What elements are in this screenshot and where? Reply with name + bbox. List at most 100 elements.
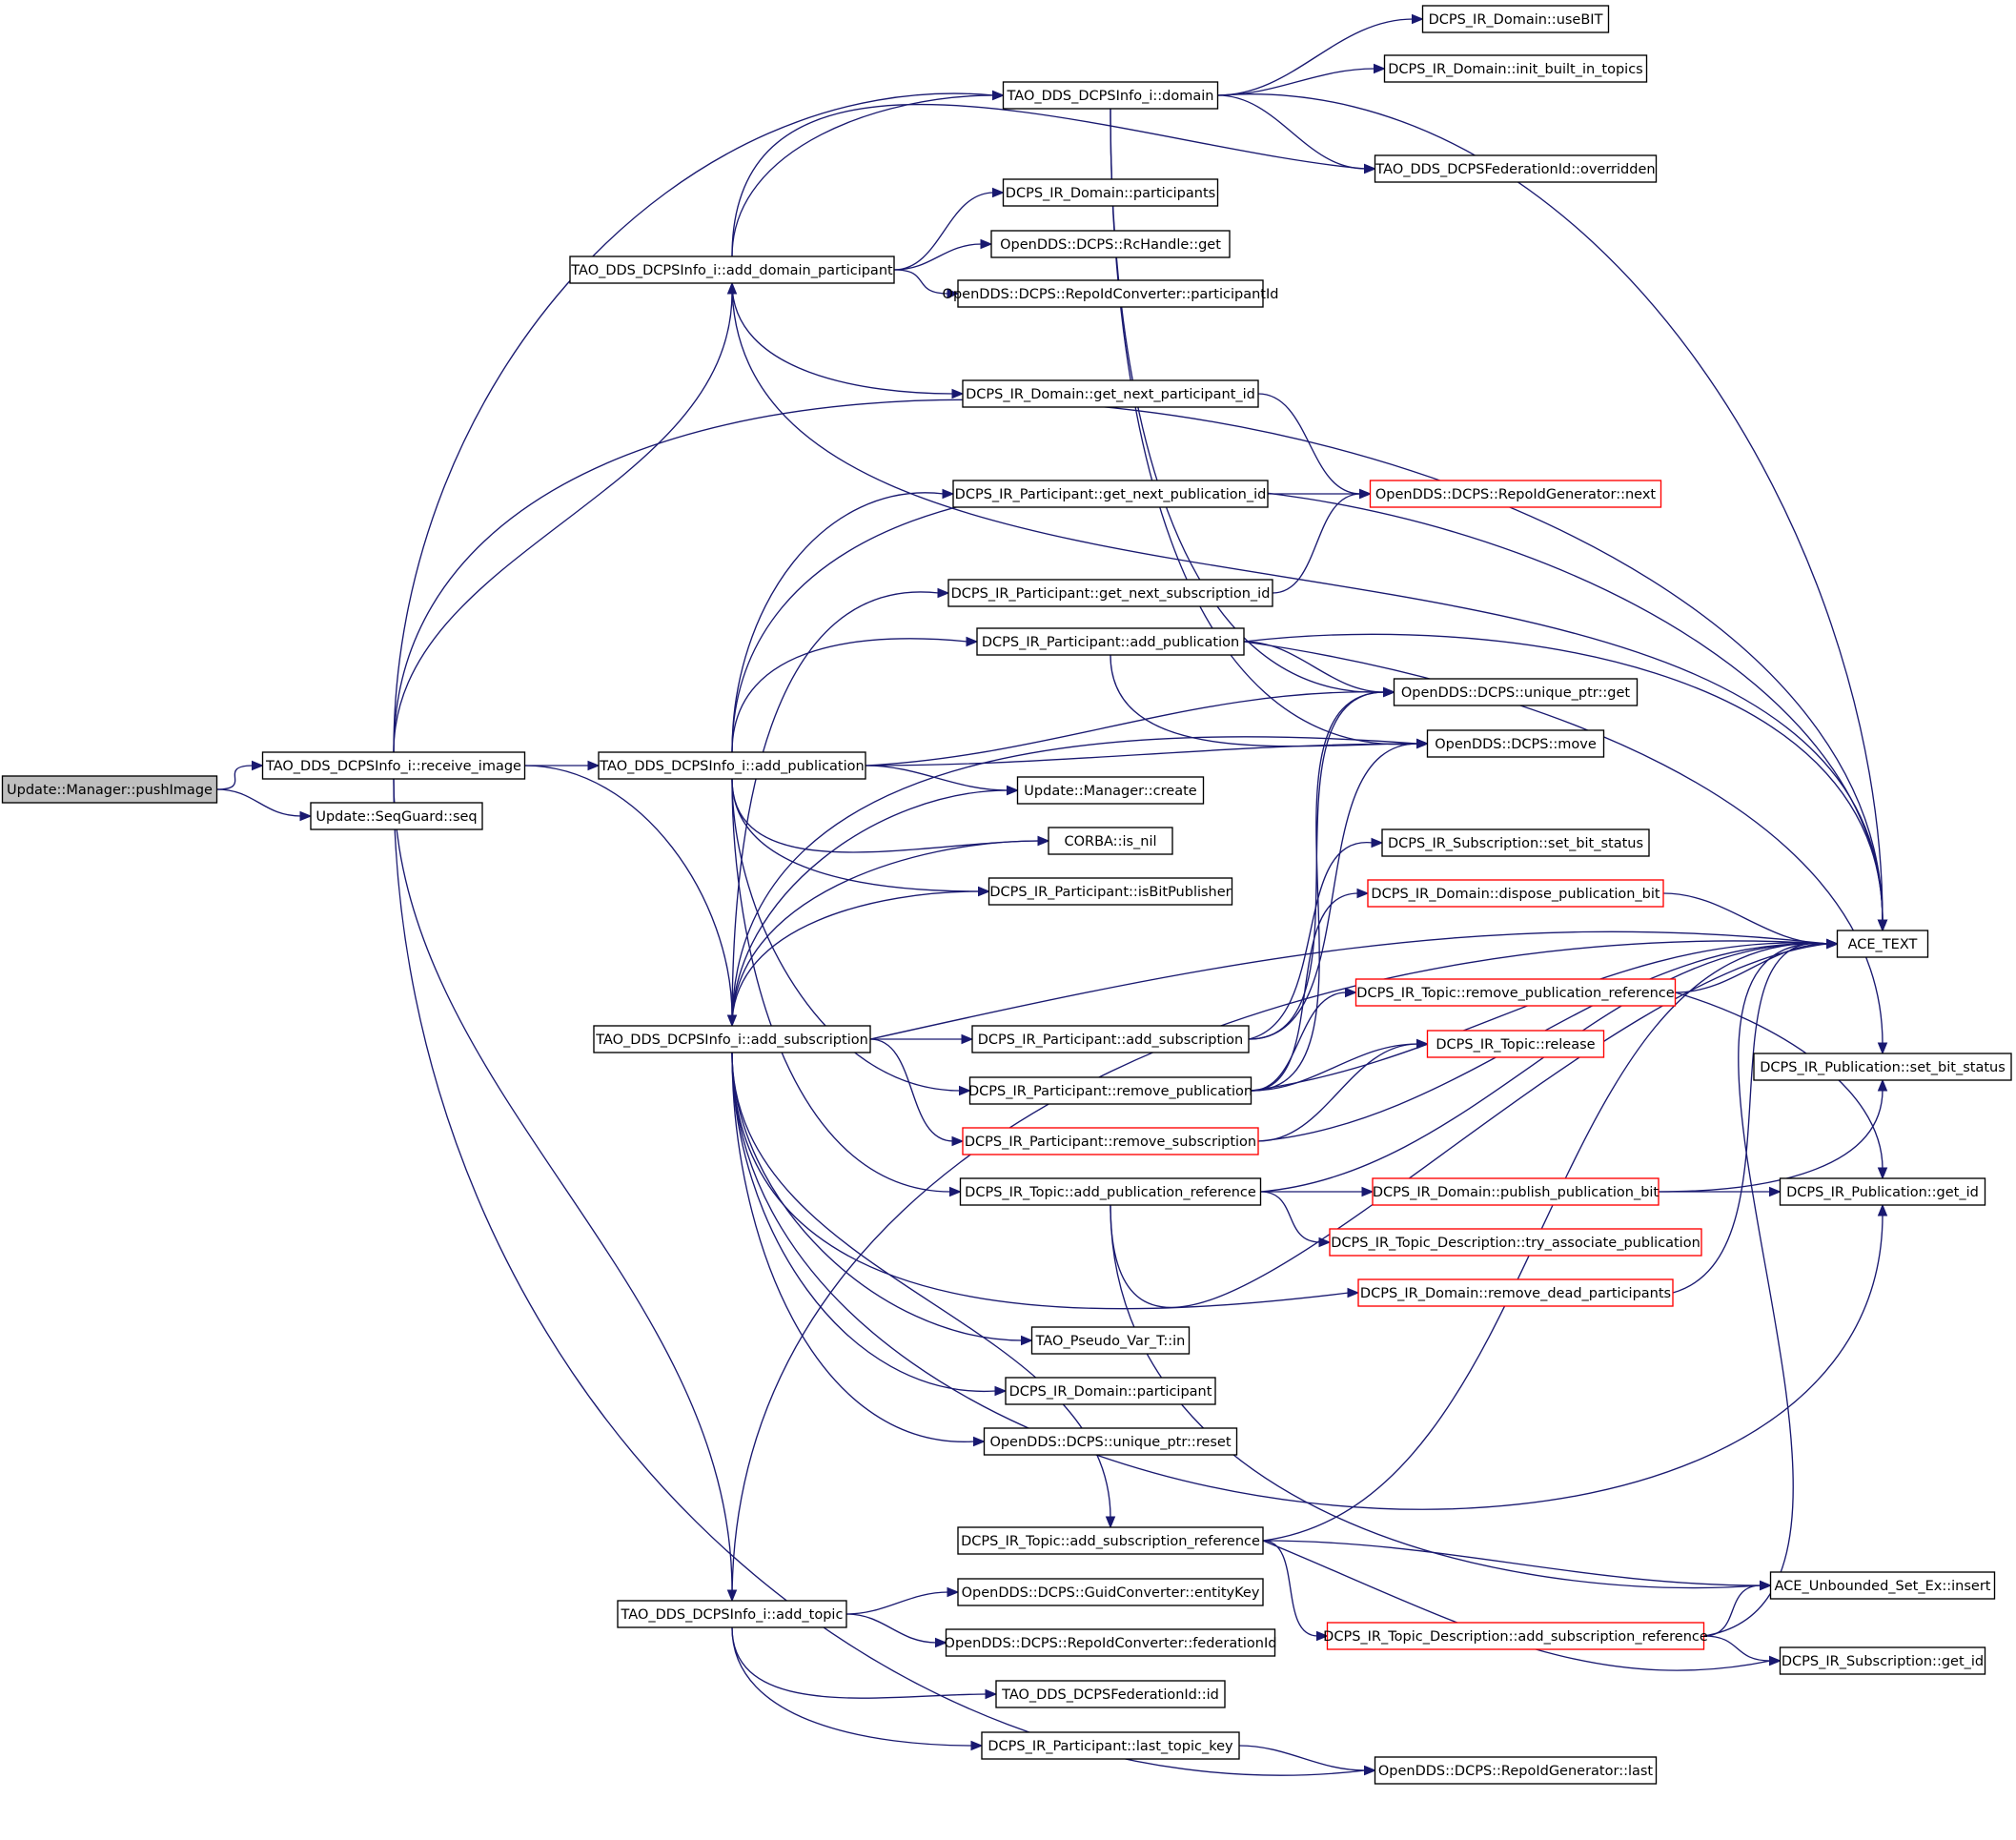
node-part-add-subscription[interactable]: DCPS_IR_Participant::add_subscription — [971, 1025, 1250, 1053]
edge-line — [1257, 393, 1361, 495]
node-overridden[interactable]: TAO_DDS_DCPSFederationId::overridden — [1374, 154, 1658, 183]
edge-add-subscription-to-get-next-subscription-id — [731, 587, 950, 1027]
edge-add-subscription-to-is-nil — [731, 835, 1050, 1027]
node-label: DCPS_IR_Subscription::set_bit_status — [1388, 836, 1643, 851]
node-useBIT[interactable]: DCPS_IR_Domain::useBIT — [1421, 5, 1610, 33]
node-remove-dead-participants[interactable]: DCPS_IR_Domain::remove_dead_participants — [1357, 1278, 1674, 1307]
node-label: DCPS_IR_Topic::add_publication_reference — [965, 1185, 1256, 1200]
node-entityKey[interactable]: OpenDDS::DCPS::GuidConverter::entityKey — [957, 1578, 1264, 1606]
edge-part-add-publication-to-move — [1110, 654, 1429, 749]
node-remove-publication[interactable]: DCPS_IR_Participant::remove_publication — [968, 1076, 1252, 1105]
node-box — [1779, 1177, 1986, 1206]
edge-line — [393, 92, 994, 753]
node-isBitPublisher[interactable]: DCPS_IR_Participant::isBitPublisher — [988, 877, 1233, 906]
node-sub-get-id[interactable]: DCPS_IR_Subscription::get_id — [1779, 1646, 1986, 1675]
node-label: DCPS_IR_Participant::isBitPublisher — [989, 885, 1231, 900]
node-box — [1030, 1326, 1191, 1355]
node-ace-insert[interactable]: ACE_Unbounded_Set_Ex::insert — [1769, 1571, 1996, 1600]
node-set-bit-status-pub[interactable]: DCPS_IR_Publication::set_bit_status — [1753, 1053, 2012, 1081]
node-init-built-in-topics[interactable]: DCPS_IR_Domain::init_built_in_topics — [1383, 54, 1648, 83]
node-seq[interactable]: Update::SeqGuard::seq — [310, 802, 483, 830]
node-is-nil[interactable]: CORBA::is_nil — [1048, 827, 1173, 855]
node-add-subscription-reference[interactable]: DCPS_IR_Topic::add_subscription_referenc… — [957, 1526, 1264, 1555]
node-desc-add-subscription-reference[interactable]: DCPS_IR_Topic_Description::add_subscript… — [1323, 1622, 1708, 1650]
node-part-add-publication[interactable]: DCPS_IR_Participant::add_publication — [976, 627, 1245, 656]
function-nodes: Update::Manager::pushImageTAO_DDS_DCPSIn… — [1, 5, 2012, 1785]
edge-add-domain-participant-to-domain — [731, 90, 1005, 257]
node-label: TAO_DDS_DCPSInfo_i::add_domain_participa… — [570, 263, 893, 278]
node-box — [962, 379, 1259, 408]
node-label: OpenDDS::DCPS::unique_ptr::reset — [989, 1435, 1231, 1450]
node-participants[interactable]: DCPS_IR_Domain::participants — [1002, 178, 1219, 207]
node-label: OpenDDS::DCPS::RepoIdGenerator::next — [1375, 487, 1657, 502]
edge-line — [731, 492, 945, 753]
edge-line — [1703, 1635, 1771, 1662]
node-label: DCPS_IR_Participant::add_publication — [982, 635, 1239, 650]
node-set-bit-status-sub[interactable]: DCPS_IR_Subscription::set_bit_status — [1381, 828, 1650, 857]
node-domain[interactable]: TAO_DDS_DCPSInfo_i::domain — [1002, 81, 1219, 110]
node-label: DCPS_IR_Topic::release — [1436, 1037, 1595, 1053]
node-publish-publication-bit[interactable]: DCPS_IR_Domain::publish_publication_bit — [1372, 1177, 1660, 1206]
node-dispose-publication-bit[interactable]: DCPS_IR_Domain::dispose_publication_bit — [1367, 879, 1664, 908]
node-repo-last[interactable]: OpenDDS::DCPS::RepoIdGenerator::last — [1374, 1756, 1658, 1785]
node-move[interactable]: OpenDDS::DCPS::move — [1426, 729, 1605, 758]
node-repo-next[interactable]: OpenDDS::DCPS::RepoIdGenerator::next — [1369, 480, 1662, 508]
node-label: DCPS_IR_Participant::remove_subscription — [965, 1135, 1256, 1150]
node-add-topic[interactable]: TAO_DDS_DCPSInfo_i::add_topic — [617, 1600, 847, 1628]
edge-remove-publication-to-dispose-publication-bit — [1251, 888, 1370, 1092]
edge-line — [731, 778, 980, 892]
node-add-publication[interactable]: TAO_DDS_DCPSInfo_i::add_publication — [598, 751, 866, 780]
edge-add-topic-to-ace-text — [731, 938, 1839, 1602]
node-box — [957, 279, 1264, 308]
node-label: DCPS_IR_Topic_Description::try_associate… — [1331, 1236, 1700, 1251]
node-label: DCPS_IR_Publication::get_id — [1786, 1185, 1979, 1200]
node-pub-get-id[interactable]: DCPS_IR_Publication::get_id — [1779, 1177, 1986, 1206]
edge-line — [731, 1052, 1350, 1310]
node-add-domain-participant[interactable]: TAO_DDS_DCPSInfo_i::add_domain_participa… — [569, 256, 895, 284]
node-add-subscription[interactable]: TAO_DDS_DCPSInfo_i::add_subscription — [593, 1025, 871, 1053]
node-pushImage[interactable]: Update::Manager::pushImage — [1, 775, 218, 804]
node-box — [261, 751, 526, 780]
node-box — [1426, 729, 1605, 758]
node-box — [1005, 1377, 1216, 1405]
node-unique-ptr-get[interactable]: OpenDDS::DCPS::unique_ptr::get — [1393, 678, 1639, 706]
node-try-associate-publication[interactable]: DCPS_IR_Topic_Description::try_associate… — [1329, 1228, 1702, 1257]
call-edges — [216, 13, 1888, 1776]
node-get-next-publication-id[interactable]: DCPS_IR_Participant::get_next_publicatio… — [952, 480, 1269, 508]
arrowhead — [1877, 1203, 1888, 1216]
node-fed-id[interactable]: TAO_DDS_DCPSFederationId::id — [995, 1680, 1226, 1708]
edge-line — [731, 840, 1040, 1027]
arrowhead — [1318, 1237, 1332, 1248]
node-pseudo-in[interactable]: TAO_Pseudo_Var_T::in — [1030, 1326, 1191, 1355]
arrowhead — [252, 760, 264, 771]
node-ace-text[interactable]: ACE_TEXT — [1836, 930, 1929, 958]
edge-line — [1672, 942, 1828, 1294]
node-box — [569, 256, 895, 284]
node-domain-participant[interactable]: DCPS_IR_Domain::participant — [1005, 1377, 1216, 1405]
edge-line — [216, 765, 254, 790]
arrowhead — [1037, 835, 1050, 847]
node-remove-subscription[interactable]: DCPS_IR_Participant::remove_subscription — [962, 1127, 1259, 1155]
node-rchandle-get[interactable]: OpenDDS::DCPS::RcHandle::get — [990, 230, 1231, 258]
edge-receive-image-to-repo-last — [393, 778, 1376, 1776]
node-topic-release[interactable]: DCPS_IR_Topic::release — [1426, 1030, 1605, 1058]
edge-line — [731, 638, 968, 753]
node-add-publication-reference[interactable]: DCPS_IR_Topic::add_publication_reference — [959, 1177, 1262, 1206]
edge-receive-image-to-add-topic — [393, 778, 738, 1603]
edge-add-subscription-to-isBitPublisher — [731, 886, 990, 1027]
edge-line — [1248, 842, 1374, 1040]
edge-add-publication-reference-to-try-associate-publication — [1260, 1191, 1332, 1248]
node-get-next-participant-id[interactable]: DCPS_IR_Domain::get_next_participant_id — [962, 379, 1259, 408]
edge-pushImage-to-receive-image — [216, 760, 264, 790]
node-federationId[interactable]: OpenDDS::DCPS::RepoIdConverter::federati… — [945, 1628, 1277, 1657]
node-last-topic-key[interactable]: DCPS_IR_Participant::last_topic_key — [981, 1731, 1240, 1760]
node-participantId[interactable]: OpenDDS::DCPS::RepoIdConverter::particip… — [943, 279, 1279, 308]
node-unique-ptr-reset[interactable]: OpenDDS::DCPS::unique_ptr::reset — [983, 1427, 1238, 1456]
node-box — [1393, 678, 1639, 706]
node-label: ACE_TEXT — [1848, 937, 1918, 952]
node-remove-publication-reference[interactable]: DCPS_IR_Topic::remove_publication_refere… — [1354, 978, 1677, 1007]
node-manager-create[interactable]: Update::Manager::create — [1016, 776, 1205, 805]
arrowhead — [1359, 488, 1372, 500]
node-get-next-subscription-id[interactable]: DCPS_IR_Participant::get_next_subscripti… — [947, 579, 1273, 607]
node-receive-image[interactable]: TAO_DDS_DCPSInfo_i::receive_image — [261, 751, 526, 780]
